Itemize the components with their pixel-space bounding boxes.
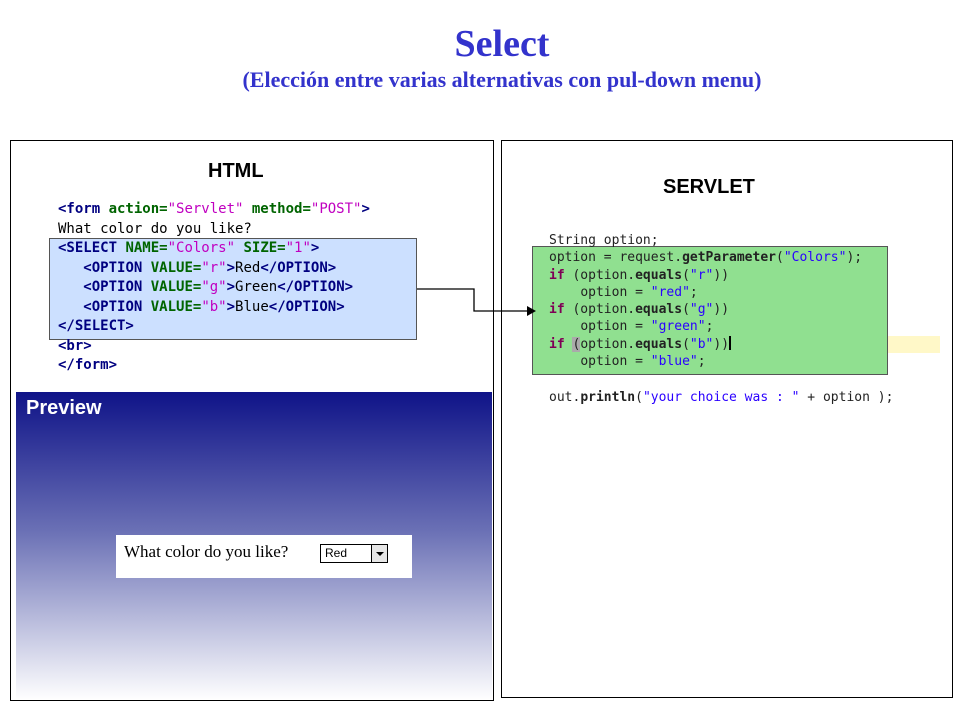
html-code-line-2: What color do you like? — [58, 220, 252, 237]
html-code-line-7: </SELECT> — [58, 318, 134, 334]
preview-label: Preview — [26, 397, 102, 419]
servlet-code-line-2: option = request.getParameter("Colors"); — [549, 250, 863, 266]
color-select-value: Red — [325, 546, 348, 560]
color-select[interactable]: Red — [320, 544, 388, 563]
servlet-code-line-4: option = "red"; — [580, 284, 698, 300]
chevron-down-icon[interactable] — [371, 545, 387, 562]
html-code-line-8: <br> — [58, 337, 92, 354]
html-code-line-9: </form> — [58, 357, 118, 373]
slide-subtitle: (Elección entre varias alternativas con … — [242, 67, 762, 92]
html-code-block: <form action="Servlet" method="POST"> Wh… — [58, 200, 370, 376]
text-cursor — [729, 335, 732, 350]
servlet-heading: SERVLET — [663, 176, 755, 198]
current-line-highlight — [888, 336, 940, 353]
preview-question: What color do you like? — [124, 542, 289, 561]
servlet-code-line-5: if (option.equals("g")) — [549, 302, 730, 318]
servlet-code-line-1: String option; — [549, 233, 659, 248]
html-code-line-5: <OPTION VALUE="g">Green</OPTION> — [83, 279, 354, 295]
servlet-panel — [501, 140, 953, 698]
servlet-code-line-8: option = "blue"; — [580, 354, 706, 370]
servlet-code-line-6: option = "green"; — [580, 319, 714, 335]
servlet-code-line-7: if (option.equals("b")) — [549, 335, 732, 352]
html-code-line-6: <OPTION VALUE="b">Blue</OPTION> — [83, 298, 345, 315]
html-code-line-3: <SELECT NAME="Colors" SIZE="1"> — [58, 240, 320, 256]
servlet-code-line-9: out.println("your choice was : " + optio… — [549, 390, 894, 405]
servlet-code-highlight — [532, 246, 888, 375]
servlet-code-line-3: if (option.equals("r")) — [549, 267, 730, 283]
slide-title: Select — [454, 23, 550, 65]
html-heading: HTML — [208, 160, 264, 182]
html-select-highlight — [49, 238, 417, 340]
html-code-line-1: <form action="Servlet" method="POST"> — [58, 201, 370, 217]
html-code-line-4: <OPTION VALUE="r">Red</OPTION> — [83, 259, 337, 276]
servlet-code-block: String option; option = request.getParam… — [549, 232, 862, 370]
